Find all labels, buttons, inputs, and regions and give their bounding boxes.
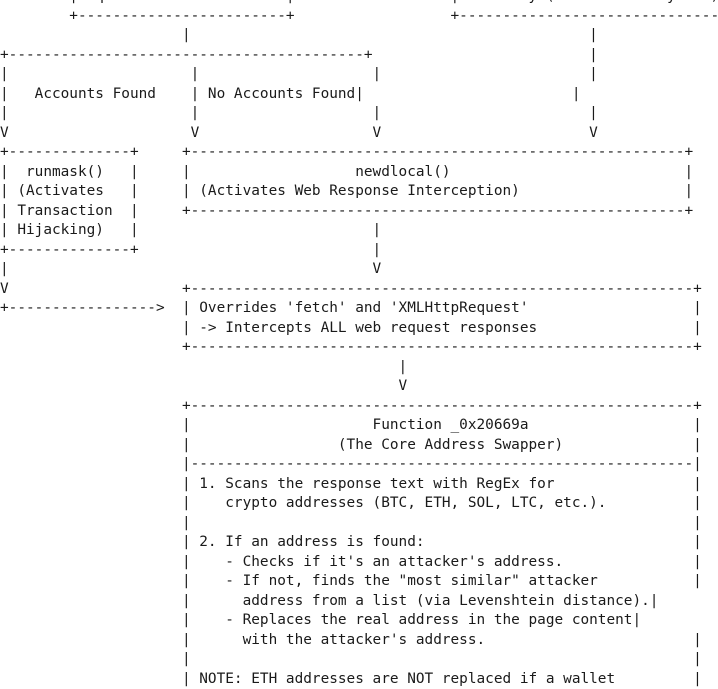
diagram-line: |Requests wallet accounts| | directly (i… [0, 0, 718, 7]
diagram-line: V +-------------------------------------… [0, 280, 718, 300]
diagram-line: | - If not, finds the "most similar" att… [0, 572, 718, 592]
diagram-line: +---------------------------------------… [0, 46, 718, 66]
diagram-line: | (The Core Address Swapper) | [0, 436, 718, 456]
diagram-line: | | | | [0, 65, 718, 85]
diagram-line: +------------------------+ +------------… [0, 7, 718, 27]
diagram-line: | NOTE: ETH addresses are NOT replaced i… [0, 670, 718, 689]
diagram-line: | (Activates | | (Activates Web Response… [0, 182, 718, 202]
diagram-line: | 2. If an address is found: | [0, 533, 718, 553]
diagram-line: |---------------------------------------… [0, 455, 718, 475]
diagram-line: | Function _0x20669a | [0, 416, 718, 436]
diagram-line: | | [0, 26, 718, 46]
diagram-line: | Transaction | +-----------------------… [0, 202, 718, 222]
diagram-line: | | [0, 650, 718, 670]
diagram-line: | 1. Scans the response text with RegEx … [0, 475, 718, 495]
diagram-line: | Accounts Found | No Accounts Found| | [0, 85, 718, 105]
diagram-line: | | | | [0, 104, 718, 124]
diagram-line: | -> Intercepts ALL web request response… [0, 319, 718, 339]
diagram-line: | with the attacker's address. | [0, 631, 718, 651]
diagram-line: | - Replaces the real address in the pag… [0, 611, 718, 631]
diagram-line: +-----------------> | Overrides 'fetch' … [0, 299, 718, 319]
diagram-line: | | [0, 514, 718, 534]
diagram-line: | - Checks if it's an attacker's address… [0, 553, 718, 573]
diagram-line: | address from a list (via Levenshtein d… [0, 592, 718, 612]
diagram-line: +---------------------------------------… [0, 338, 718, 358]
diagram-line: | [0, 358, 718, 378]
diagram-line: V [0, 377, 718, 397]
diagram-line: +--------------+ +----------------------… [0, 143, 718, 163]
diagram-line: V V V V [0, 124, 718, 144]
diagram-line: | runmask() | | newdlocal() | [0, 163, 718, 183]
diagram-line: | V [0, 260, 718, 280]
diagram-line: +---------------------------------------… [0, 397, 718, 417]
diagram-line: | Hijacking) | | [0, 221, 718, 241]
diagram-line: +--------------+ | [0, 241, 718, 261]
diagram-line: | crypto addresses (BTC, ETH, SOL, LTC, … [0, 494, 718, 514]
